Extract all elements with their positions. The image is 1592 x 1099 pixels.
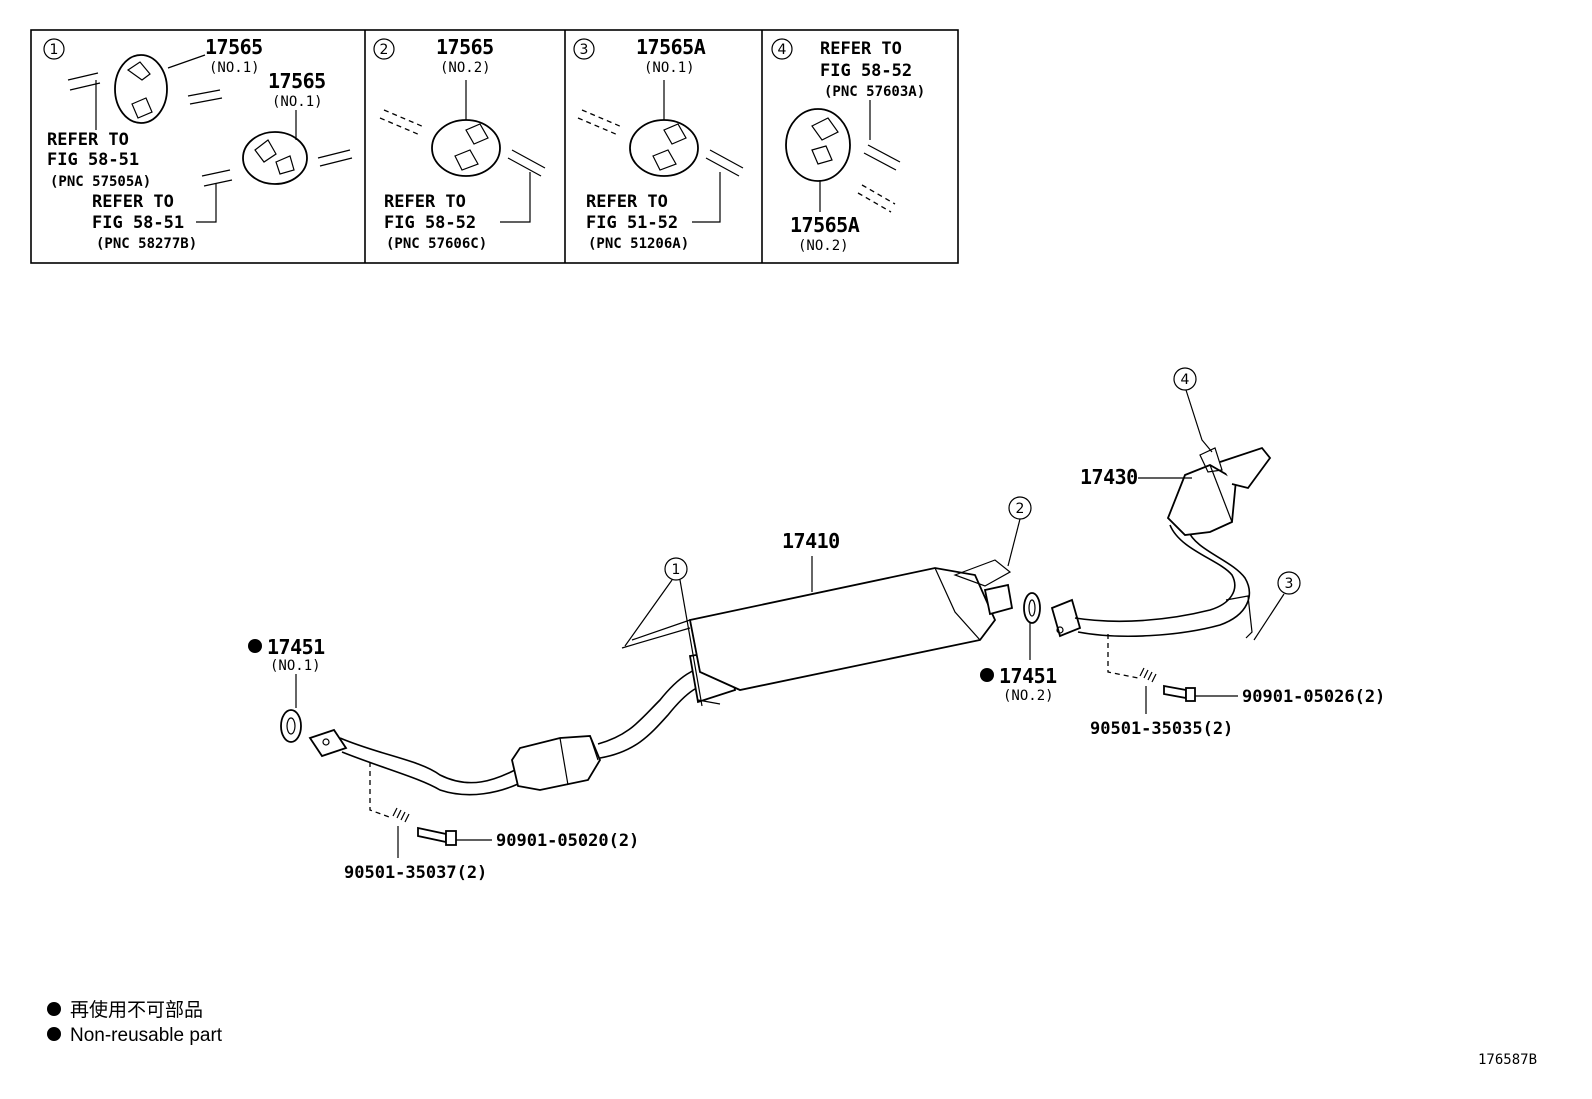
inset-index-circle — [771, 38, 793, 60]
rubber-hanger — [379, 80, 546, 223]
pnc-reference: (PNC 51206A) — [588, 236, 689, 252]
figure-reference: FIG 58-51 — [92, 213, 184, 233]
callout-index: 2 — [1016, 501, 1025, 517]
part-note: (NO.2) — [440, 60, 491, 76]
part-number: 90901-05026(2) — [1242, 687, 1385, 707]
rubber-hanger-b — [201, 110, 353, 187]
leader-line — [196, 184, 217, 223]
part-note: (NO.1) — [270, 658, 321, 674]
callout-circle — [664, 557, 688, 581]
refer-to-text: REFER TO — [820, 39, 902, 59]
callout-circle — [1277, 571, 1301, 595]
part-note: (NO.2) — [798, 238, 849, 254]
inset-1: 1 17565 (NO.1) 17565 (NO.1) REFER TO FIG… — [43, 35, 353, 252]
part-number: 17565A — [790, 213, 860, 237]
inset-index: 1 — [50, 42, 59, 58]
figure-reference: FIG 58-52 — [820, 61, 912, 81]
inset-index-circle — [573, 38, 595, 60]
legend-text-jp: 再使用不可部品 — [70, 999, 203, 1021]
rear-bolt-assembly — [1107, 634, 1238, 714]
part-number: 17451 — [267, 635, 325, 659]
non-reusable-marker — [248, 639, 262, 653]
legend-text-en: Non-reusable part — [70, 1025, 223, 1046]
pnc-reference: (PNC 57505A) — [50, 174, 151, 190]
part-note: (NO.2) — [1003, 688, 1054, 704]
part-number: 17451 — [999, 664, 1057, 688]
leader-line — [1253, 593, 1285, 641]
pnc-reference: (PNC 57606C) — [386, 236, 487, 252]
part-number: 17565 — [436, 35, 494, 59]
non-reusable-marker — [980, 668, 994, 682]
inset-index-circle — [373, 38, 395, 60]
rubber-hanger — [785, 100, 901, 213]
part-number: 90501-35037(2) — [344, 863, 487, 883]
callout-index: 4 — [1181, 372, 1190, 388]
gasket-rear — [1023, 592, 1041, 660]
inset-4: 4 REFER TO FIG 58-52 (PNC 57603A) 17565A… — [771, 38, 925, 254]
part-number: 17565 — [268, 69, 326, 93]
figure-reference: FIG 51-52 — [586, 213, 678, 233]
leader-line — [1007, 518, 1021, 567]
center-muffler — [621, 559, 1014, 691]
part-number: 17565 — [205, 35, 263, 59]
rubber-hanger-a — [67, 54, 223, 124]
part-number: 17565A — [636, 35, 706, 59]
refer-to-text: REFER TO — [384, 192, 466, 212]
leader-line — [624, 579, 703, 707]
part-number: 17410 — [782, 529, 840, 553]
inset-index-circle — [43, 38, 65, 60]
part-note: (NO.1) — [644, 60, 695, 76]
rubber-hanger — [577, 80, 744, 223]
legend: 再使用不可部品 Non-reusable part — [47, 999, 223, 1046]
pnc-reference: (PNC 57603A) — [824, 84, 925, 100]
callout-circle — [1173, 367, 1197, 391]
refer-to-text: REFER TO — [586, 192, 668, 212]
inset-index: 4 — [778, 42, 787, 58]
pnc-reference: (PNC 58277B) — [96, 236, 197, 252]
figure-reference: FIG 58-51 — [47, 150, 139, 170]
part-note: (NO.1) — [209, 60, 260, 76]
legend-marker — [47, 1027, 61, 1041]
inset-3: 3 17565A (NO.1) REFER TO FIG 51-52 (PNC … — [573, 35, 744, 252]
inset-2: 2 17565 (NO.2) REFER TO FIG 58-52 (PNC 5… — [373, 35, 546, 252]
leader-line — [1185, 389, 1213, 453]
part-number: 17430 — [1080, 465, 1138, 489]
figure-reference: FIG 58-52 — [384, 213, 476, 233]
callout-index: 3 — [1285, 576, 1294, 592]
gasket-front — [280, 674, 302, 743]
inset-index: 3 — [580, 42, 589, 58]
inset-table — [30, 29, 959, 264]
legend-marker — [47, 1002, 61, 1016]
part-note: (NO.1) — [272, 94, 323, 110]
refer-to-text: REFER TO — [47, 130, 129, 150]
front-exhaust-pipe — [308, 648, 737, 796]
front-bolt-assembly — [369, 762, 492, 858]
part-number: 90901-05020(2) — [496, 831, 639, 851]
callout-index: 1 — [672, 562, 681, 578]
tail-pipe-assembly — [1050, 446, 1272, 639]
inset-frame — [30, 29, 959, 264]
refer-to-text: REFER TO — [92, 192, 174, 212]
part-number: 90501-35035(2) — [1090, 719, 1233, 739]
figure-id: 176587B — [1478, 1052, 1537, 1068]
inset-index: 2 — [380, 42, 389, 58]
